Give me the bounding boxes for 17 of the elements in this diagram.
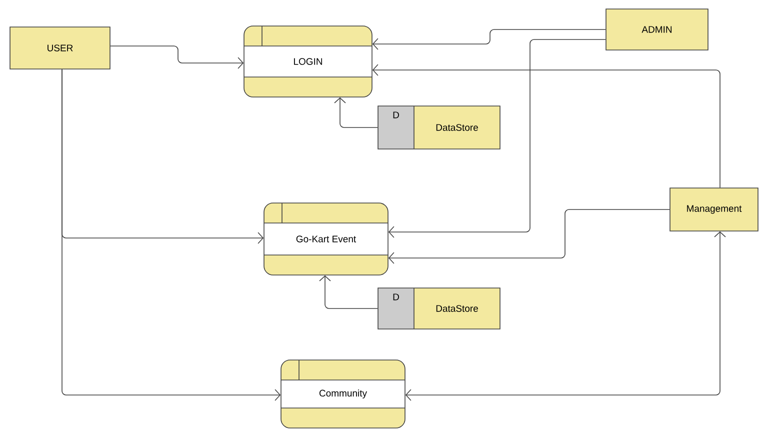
- arrow: [388, 39, 606, 238]
- entity-box: ADMIN: [606, 8, 708, 50]
- arrow: [334, 97, 378, 128]
- data-store: D DataStore: [378, 106, 500, 150]
- process-box: Go-Kart Event: [264, 202, 388, 276]
- arrow: [388, 209, 670, 264]
- process-box: LOGIN: [244, 26, 372, 98]
- arrow: [372, 29, 606, 50]
- arrow: [110, 46, 244, 69]
- process-box: Community: [280, 360, 406, 428]
- arrow: [372, 64, 720, 188]
- arrow: [405, 231, 726, 401]
- entity-box: Management: [670, 188, 758, 232]
- data-store: D DataStore: [378, 288, 500, 330]
- arrow: [62, 69, 281, 401]
- arrow: [319, 275, 378, 309]
- entity-box: USER: [10, 26, 110, 70]
